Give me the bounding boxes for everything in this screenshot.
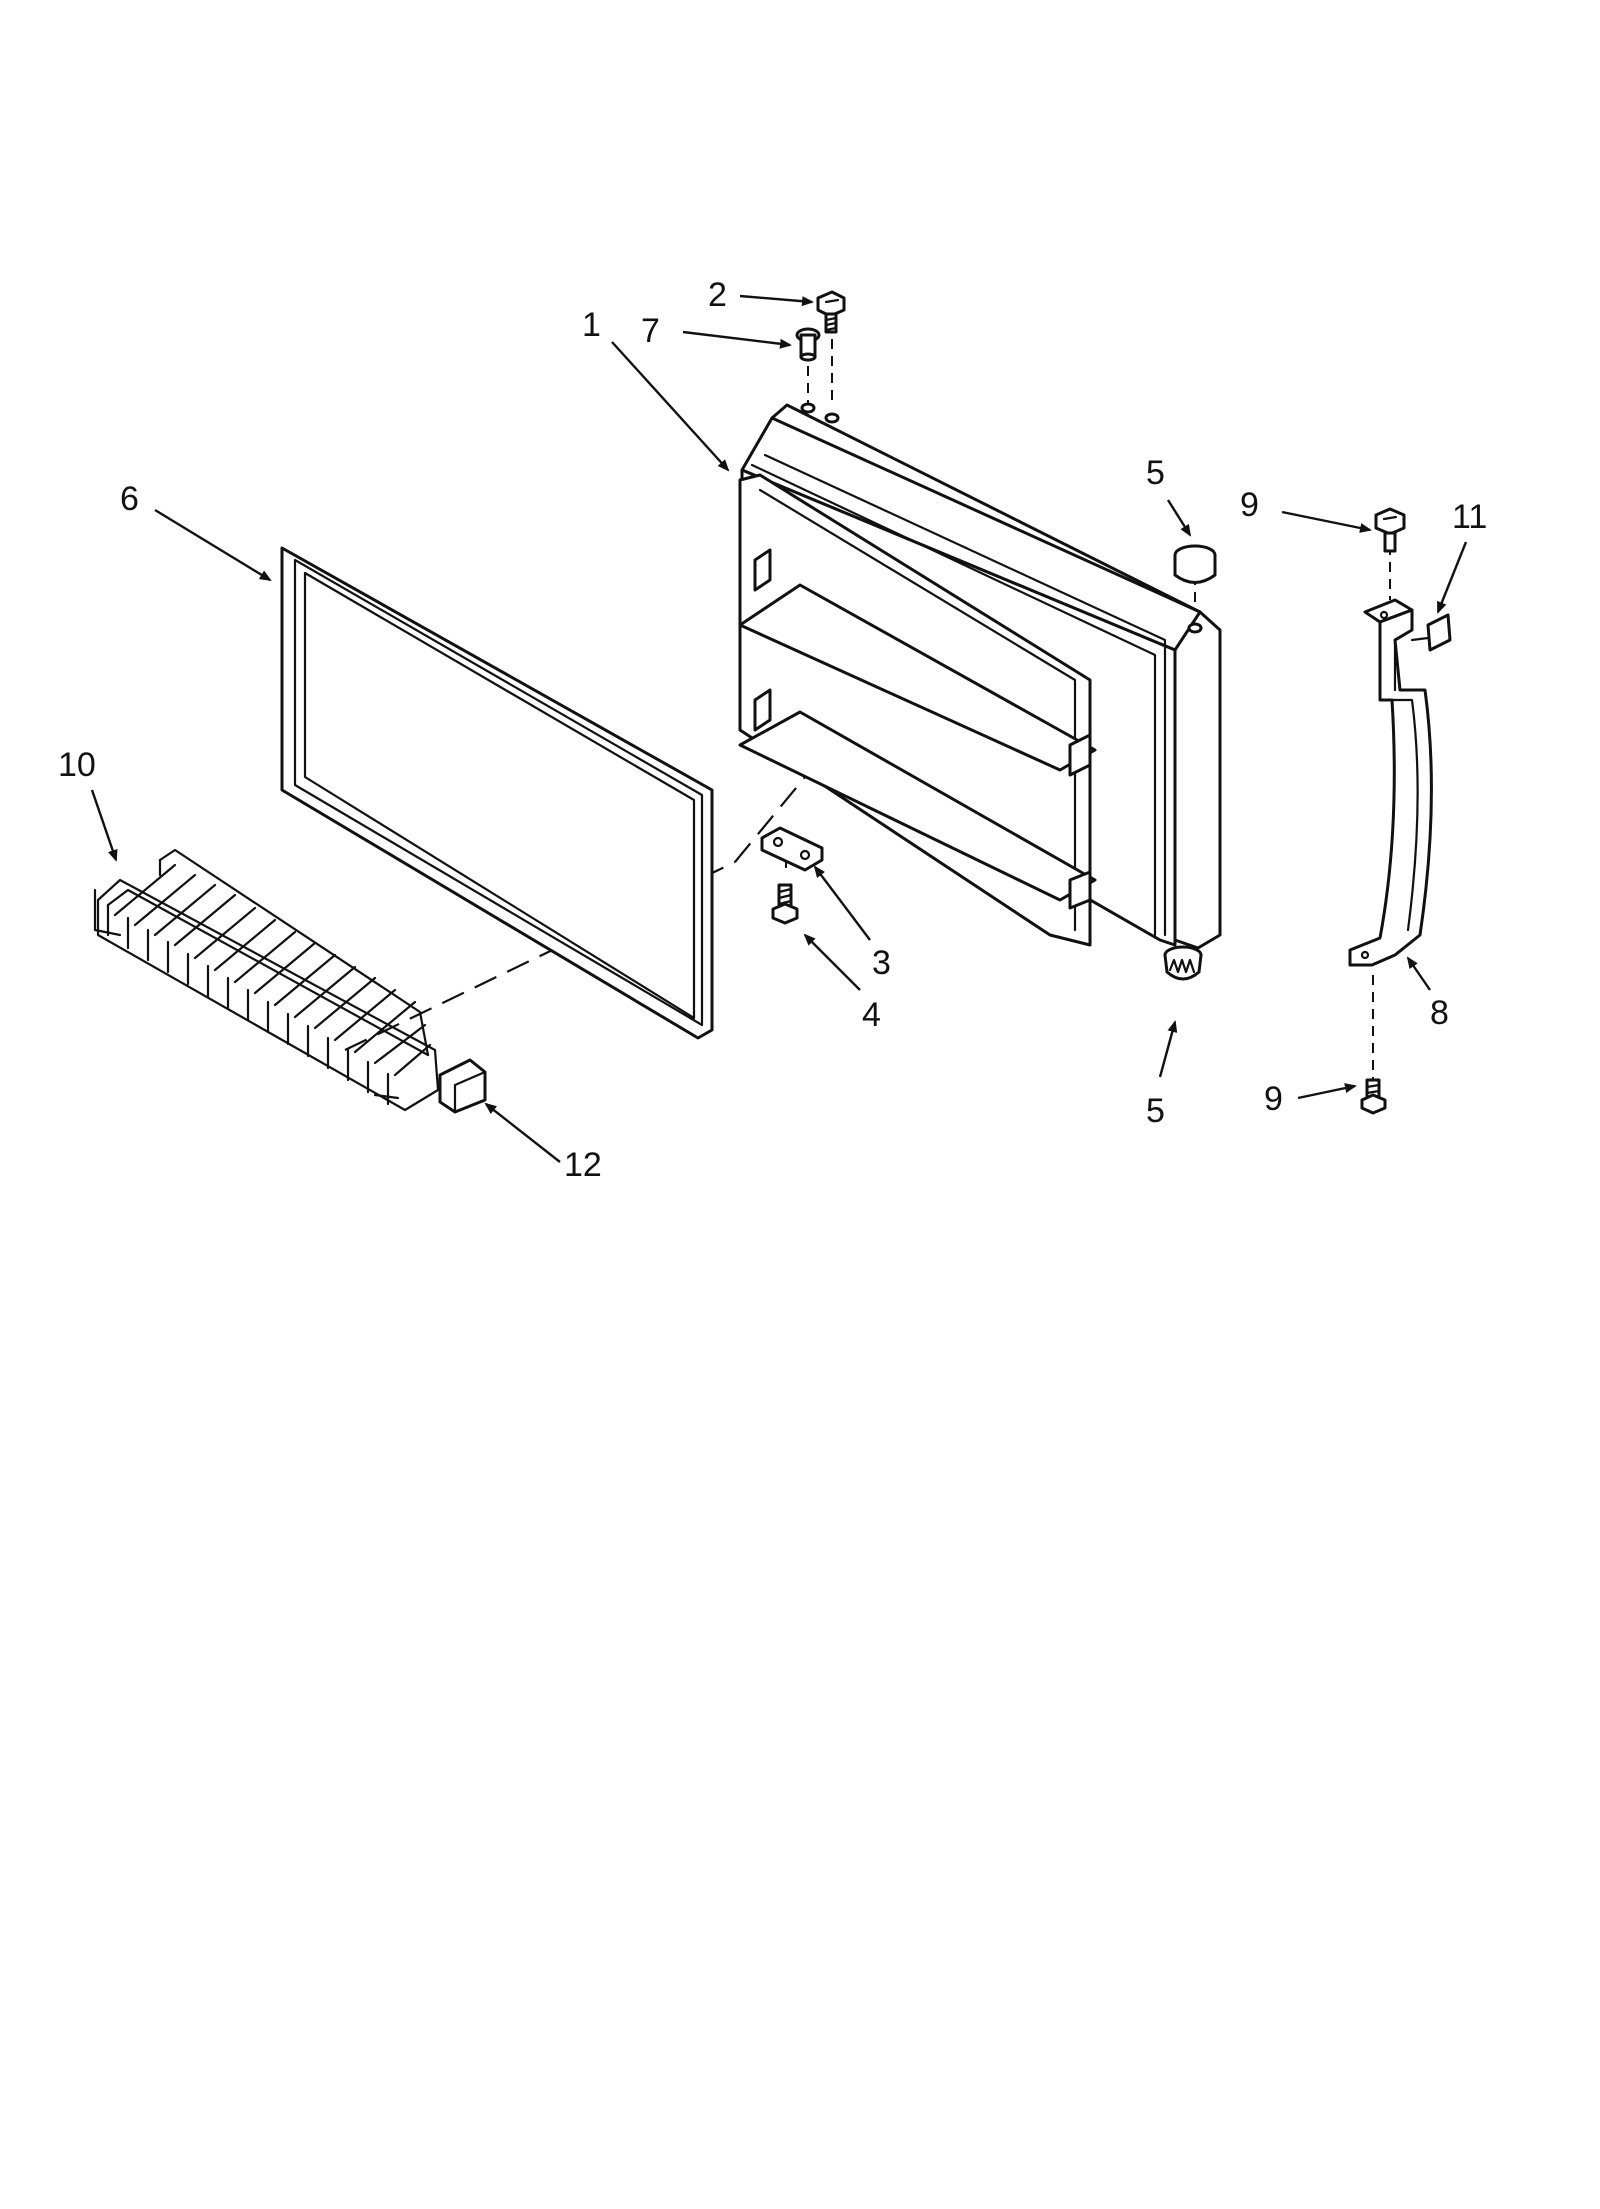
leader-arrows (90, 294, 1468, 1163)
callout-labels: 2 7 1 6 5 9 11 10 3 4 8 5 9 12 (58, 276, 1487, 1184)
cap-part-5-bottom (1163, 945, 1203, 981)
handle-part-8 (1348, 598, 1433, 967)
callout-5-top: 5 (1146, 454, 1165, 492)
screw-part-4 (771, 883, 799, 925)
callout-2: 2 (708, 276, 727, 314)
callout-9-top: 9 (1240, 486, 1259, 524)
pin-part-7 (795, 327, 821, 362)
screw-part-9-top (1374, 507, 1406, 553)
callout-4: 4 (862, 996, 881, 1034)
callout-5-bottom: 5 (1146, 1092, 1165, 1130)
door-gasket-part-6 (280, 546, 714, 1040)
door-liner-part-1 (738, 402, 1222, 950)
callout-3: 3 (872, 944, 891, 982)
clip-part-12 (438, 1058, 487, 1114)
screw-part-2 (816, 290, 846, 334)
callout-6: 6 (120, 480, 139, 518)
wire-basket-part-10 (93, 848, 440, 1112)
callout-1: 1 (582, 306, 601, 344)
basket-wire-grid (106, 863, 432, 1106)
label-part-11 (1410, 613, 1452, 652)
callout-11: 11 (1452, 498, 1487, 536)
callout-12: 12 (564, 1146, 602, 1184)
callout-9-bottom: 9 (1264, 1080, 1283, 1118)
cap-part-5-top (1173, 544, 1217, 584)
callout-8: 8 (1430, 994, 1449, 1032)
callout-10: 10 (58, 746, 96, 784)
screw-part-9-bottom (1360, 1078, 1387, 1115)
bracket-part-3 (760, 826, 824, 872)
callout-7: 7 (641, 312, 660, 350)
